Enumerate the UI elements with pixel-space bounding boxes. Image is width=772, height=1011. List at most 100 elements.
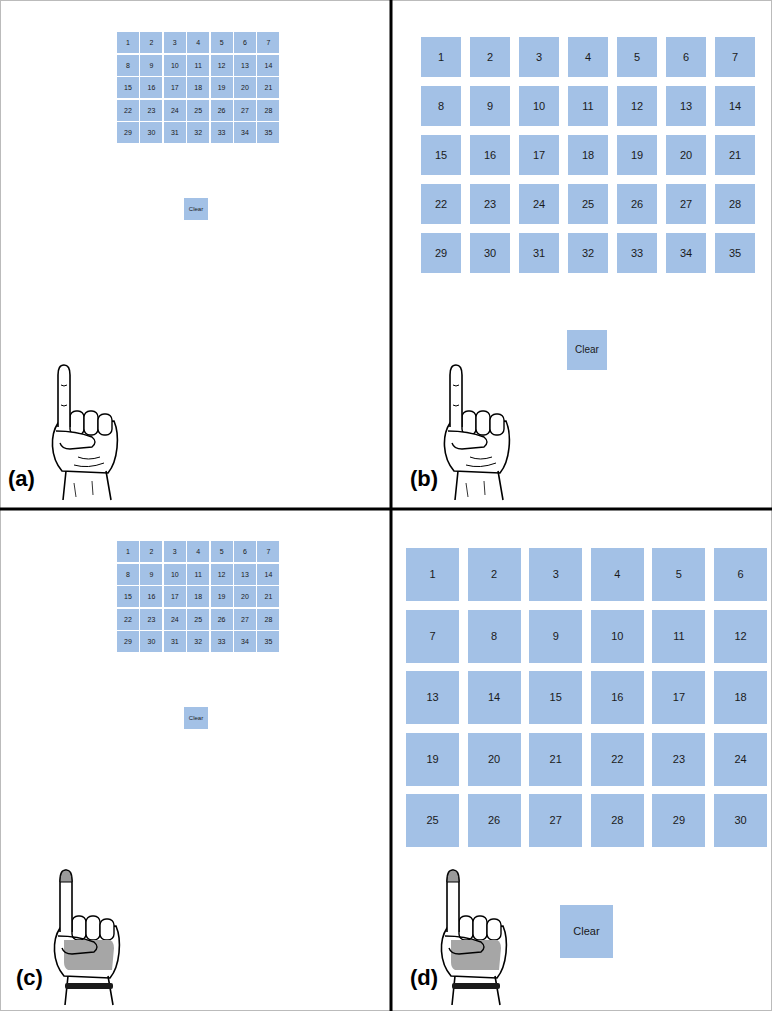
button-label: 5	[220, 39, 224, 46]
key-button: 23	[140, 100, 162, 121]
key-button: 11	[568, 86, 608, 126]
key-button: 15	[421, 135, 461, 175]
button-label: 4	[585, 52, 591, 63]
button-label: 26	[631, 199, 643, 210]
button-label: 8	[126, 571, 130, 578]
button-label: 25	[194, 107, 202, 114]
key-button: 30	[140, 122, 162, 143]
key-button: 16	[140, 586, 162, 607]
key-button: 15	[529, 671, 582, 724]
button-label: 12	[631, 101, 643, 112]
key-button: 7	[257, 541, 279, 562]
button-label: 13	[426, 692, 438, 703]
button-label: 26	[218, 107, 226, 114]
key-button: 25	[406, 794, 459, 847]
button-label: 2	[487, 52, 493, 63]
key-button: 17	[164, 77, 186, 98]
gloved-hand-illustration	[54, 870, 119, 1005]
key-button: 2	[468, 548, 521, 601]
button-label: 15	[124, 84, 132, 91]
panel-divider	[390, 0, 393, 1011]
button-label: 29	[435, 248, 447, 259]
button-label: 17	[171, 593, 179, 600]
button-label: 11	[582, 101, 593, 112]
key-button: 7	[406, 610, 459, 663]
key-button: 14	[468, 671, 521, 724]
button-label: 32	[194, 638, 202, 645]
button-label: 27	[241, 616, 249, 623]
button-label: 31	[171, 129, 179, 136]
key-button: 30	[140, 631, 162, 652]
button-label: 30	[734, 815, 746, 826]
hand-illustration	[444, 365, 509, 500]
button-label: 33	[631, 248, 643, 259]
button-label: 31	[171, 638, 179, 645]
key-button: 6	[234, 32, 256, 53]
hand-illustration	[52, 365, 117, 500]
key-button: 25	[187, 100, 209, 121]
key-button: 14	[257, 564, 279, 585]
key-button: 24	[164, 100, 186, 121]
button-label: 10	[533, 101, 545, 112]
key-button: 27	[234, 609, 256, 630]
key-button: 28	[715, 184, 755, 224]
button-label: 28	[264, 107, 272, 114]
key-button: 10	[591, 610, 644, 663]
key-button: 4	[187, 32, 209, 53]
key-button: 27	[234, 100, 256, 121]
button-label: 2	[491, 569, 497, 580]
key-button: 6	[714, 548, 767, 601]
key-button: 10	[519, 86, 559, 126]
button-label: 24	[734, 754, 746, 765]
button-label: 17	[533, 150, 545, 161]
button-label: 27	[241, 107, 249, 114]
key-button: 8	[421, 86, 461, 126]
button-label: 24	[171, 616, 179, 623]
key-button: 4	[568, 37, 608, 77]
key-button: 11	[187, 564, 209, 585]
panel-divider	[0, 508, 772, 511]
button-label: 4	[196, 548, 200, 555]
key-button: 15	[117, 77, 139, 98]
button-label: 26	[218, 616, 226, 623]
key-button: 14	[257, 55, 279, 76]
button-label: 5	[676, 569, 682, 580]
button-label: 16	[484, 150, 496, 161]
key-button: 17	[164, 586, 186, 607]
key-button: 2	[140, 32, 162, 53]
panel-label: (c)	[16, 966, 43, 990]
panel-label: (d)	[410, 966, 438, 990]
key-button: 26	[211, 100, 233, 121]
button-label: 20	[241, 593, 249, 600]
button-label: 29	[673, 815, 685, 826]
key-button: 11	[187, 55, 209, 76]
button-label: 19	[218, 84, 226, 91]
button-label: Clear	[575, 345, 599, 355]
key-button: 7	[257, 32, 279, 53]
key-button: 12	[211, 55, 233, 76]
key-button: 21	[257, 586, 279, 607]
button-label: 25	[194, 616, 202, 623]
button-label: 8	[491, 631, 497, 642]
key-button: 24	[164, 609, 186, 630]
button-label: Clear	[573, 926, 599, 937]
key-button: 34	[234, 122, 256, 143]
button-label: 1	[438, 52, 444, 63]
key-button: 28	[257, 609, 279, 630]
button-label: 16	[147, 84, 155, 91]
key-button: 8	[117, 55, 139, 76]
key-button: 20	[234, 586, 256, 607]
gloved-hand-illustration	[441, 870, 506, 1005]
key-button: 33	[617, 233, 657, 273]
button-label: 15	[435, 150, 447, 161]
button-label: 5	[634, 52, 640, 63]
key-button: 3	[519, 37, 559, 77]
key-button: 19	[617, 135, 657, 175]
key-button: 2	[140, 541, 162, 562]
button-label: 27	[680, 199, 692, 210]
key-button: 26	[468, 794, 521, 847]
key-button: 18	[714, 671, 767, 724]
button-label: 33	[218, 129, 226, 136]
button-label: 28	[729, 199, 741, 210]
